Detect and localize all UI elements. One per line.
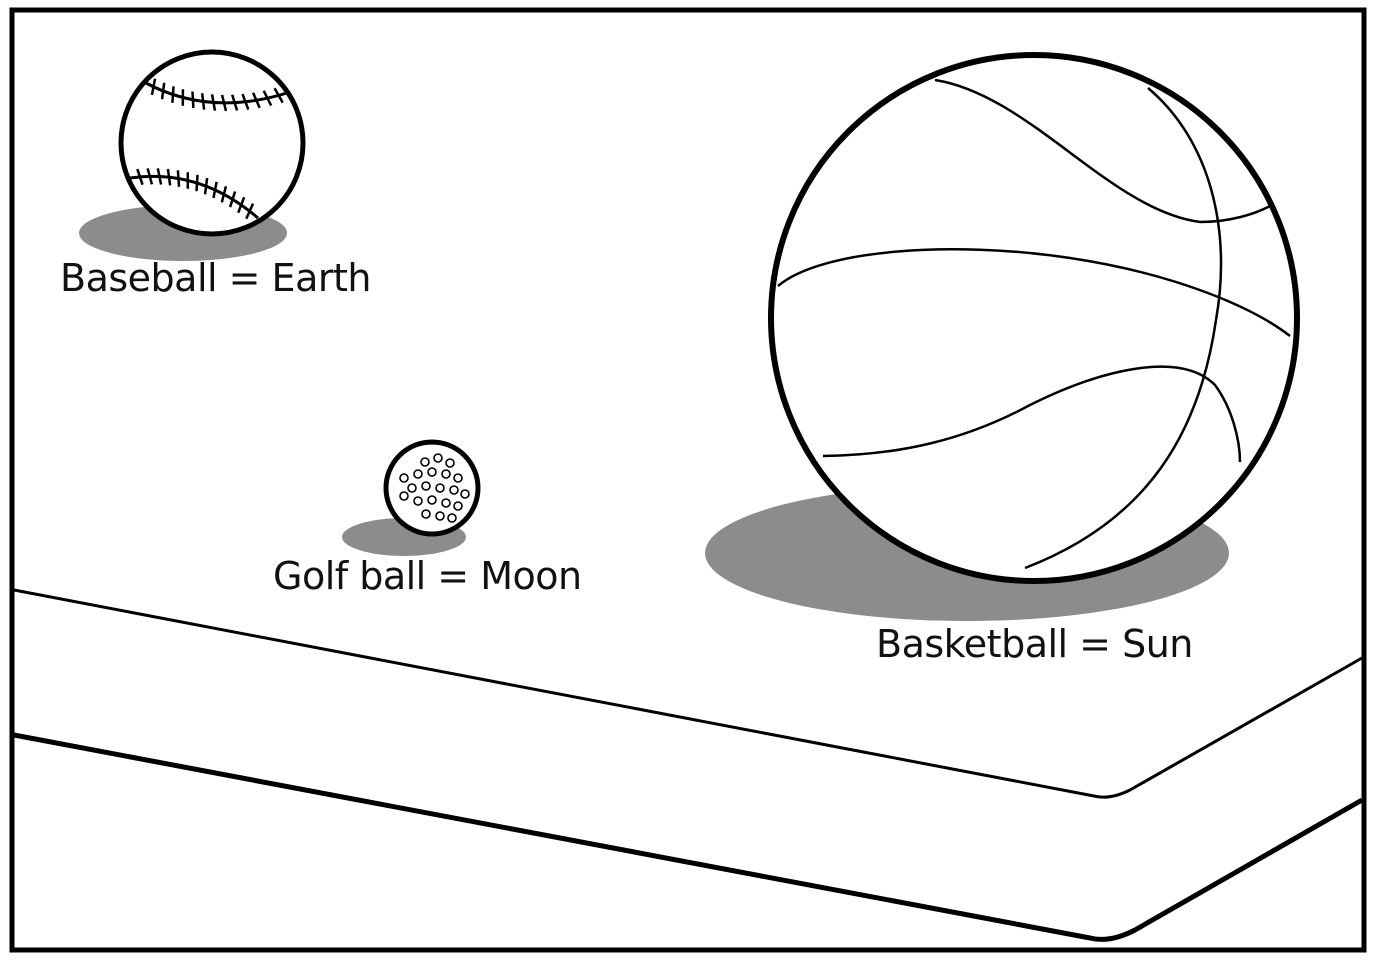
basketball-icon (768, 52, 1300, 584)
baseball-icon (118, 49, 306, 237)
table (13, 588, 1364, 942)
golf-ball-icon (383, 439, 481, 537)
baseball-earth-label: Baseball = Earth (60, 256, 371, 300)
table-bottom-edge (13, 732, 1364, 942)
basketball-sun-label: Basketball = Sun (876, 622, 1193, 666)
table-top-edge (13, 588, 1363, 799)
golf-ball-moon-label: Golf ball = Moon (273, 554, 582, 598)
